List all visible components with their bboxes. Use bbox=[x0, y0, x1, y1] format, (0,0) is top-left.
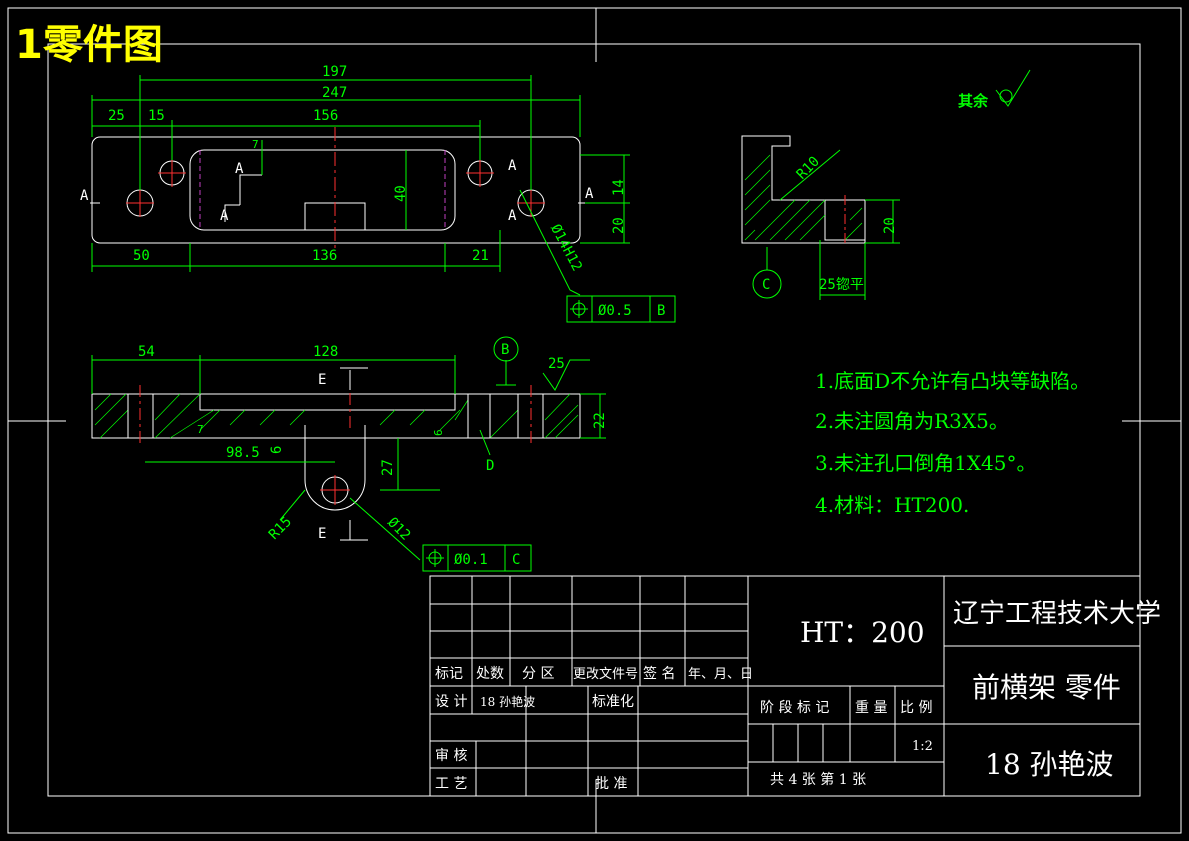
dim-50: 50 bbox=[133, 248, 150, 264]
dim-20: 20 bbox=[611, 217, 627, 234]
sheet-title: 1零件图 bbox=[15, 22, 163, 68]
dim-136: 136 bbox=[312, 248, 337, 264]
sheets-count: 共 4 张 第 1 张 bbox=[770, 771, 866, 788]
note-1: 1.底面D不允许有凸块等缺陷。 bbox=[815, 369, 1090, 393]
note-4: 4.材料：HT200. bbox=[815, 493, 969, 517]
dim-197: 197 bbox=[322, 64, 347, 80]
dim-hole-front: Ø12 bbox=[384, 514, 413, 543]
dim-14: 14 bbox=[611, 179, 627, 196]
dim-128: 128 bbox=[313, 344, 338, 360]
header-sign: 签 名 bbox=[643, 665, 675, 682]
dim-25: 25 bbox=[108, 108, 125, 124]
dim-side-20: 20 bbox=[882, 217, 898, 234]
scale-label: 比 例 bbox=[900, 700, 932, 716]
dim-21: 21 bbox=[472, 248, 489, 264]
section-lines bbox=[90, 174, 598, 222]
gtol-front-datum: C bbox=[512, 552, 520, 568]
front-view-hatch bbox=[94, 393, 579, 439]
surface-note-text: 其余 bbox=[958, 92, 989, 110]
standard-label: 标准化 bbox=[592, 694, 634, 710]
top-dim-lines bbox=[91, 75, 630, 296]
weight-label: 重 量 bbox=[855, 700, 887, 716]
section-mark-right: A bbox=[585, 186, 594, 202]
surface-finish-note: 其余 bbox=[958, 69, 1031, 110]
dim-7: 7 bbox=[252, 138, 259, 151]
dim-156: 156 bbox=[313, 108, 338, 124]
datum-c: C bbox=[762, 277, 770, 293]
gtol-frame-top: Ø0.5 B bbox=[566, 295, 676, 323]
dim-98-5: 98.5 bbox=[226, 445, 260, 461]
dim-15: 15 bbox=[148, 108, 165, 124]
dim-counterbore: 25锪平 bbox=[819, 277, 864, 293]
header-doc: 更改文件号 bbox=[573, 667, 638, 682]
dim-247: 247 bbox=[322, 85, 347, 101]
process-label: 工 艺 bbox=[435, 776, 467, 792]
note-3: 3.未注孔口倒角1X45°。 bbox=[815, 451, 1037, 475]
front-view-boss bbox=[304, 425, 366, 511]
header-zone: 分 区 bbox=[522, 666, 554, 682]
dim-22: 22 bbox=[592, 412, 608, 429]
dim-front-6: 6 bbox=[269, 446, 285, 454]
dim-54: 54 bbox=[138, 344, 155, 360]
gtol-top-datum: B bbox=[657, 303, 665, 319]
side-view: R10 20 25锪平 C bbox=[741, 135, 900, 300]
front-view-pocket bbox=[199, 394, 456, 411]
approve-label: 批 准 bbox=[595, 776, 627, 792]
designer-name: 18 孙艳波 bbox=[480, 694, 535, 709]
dim-r15: R15 bbox=[266, 514, 295, 543]
section-mark-e-bottom: E bbox=[318, 526, 326, 542]
side-view-outline bbox=[741, 135, 866, 244]
material-value: HT：200 bbox=[800, 616, 925, 649]
front-view-outline bbox=[91, 393, 581, 439]
side-view-hatch bbox=[744, 154, 863, 241]
top-view: A A A A A A 197 247 25 15 156 7 40 14 20… bbox=[80, 64, 676, 323]
header-mark: 标记 bbox=[435, 666, 463, 682]
top-view-pocket bbox=[189, 149, 456, 231]
review-label: 审 核 bbox=[435, 748, 467, 764]
author-name: 18 孙艳波 bbox=[985, 748, 1114, 781]
section-mark-inner-bottom: A bbox=[220, 208, 229, 224]
surface-25: 25 bbox=[548, 356, 565, 372]
dim-hole-top: Ø14H12 bbox=[547, 222, 585, 274]
header-date: 年、月、日 bbox=[688, 667, 753, 682]
section-mark-inner-top: A bbox=[235, 161, 244, 177]
dim-front-7: 7 bbox=[197, 423, 204, 436]
front-dim-lines bbox=[91, 336, 606, 561]
gtol-front-tolerance: Ø0.1 bbox=[454, 552, 488, 568]
scale-value: 1:2 bbox=[912, 739, 933, 754]
technical-notes: 1.底面D不允许有凸块等缺陷。 2.未注圆角为R3X5。 3.未注孔口倒角1X4… bbox=[815, 369, 1090, 517]
part-name: 前横架 零件 bbox=[972, 671, 1121, 704]
section-mark-right-top: A bbox=[508, 158, 517, 174]
dim-27: 27 bbox=[380, 459, 396, 476]
roughness-circle bbox=[999, 89, 1013, 103]
school-name: 辽宁工程技术大学 bbox=[953, 599, 1161, 629]
top-view-outline bbox=[91, 136, 581, 244]
header-count: 处数 bbox=[476, 666, 504, 682]
stage-label: 阶 段 标 记 bbox=[760, 700, 829, 716]
title-block-headers: 标记 处数 分 区 更改文件号 签 名 年、月、日 bbox=[435, 665, 753, 682]
datum-b: B bbox=[501, 342, 509, 358]
title-block: 标记 处数 分 区 更改文件号 签 名 年、月、日 设 计 18 孙艳波 标准化… bbox=[429, 575, 1161, 797]
front-view: 54 128 22 7 6 98.5 6 27 R15 Ø12 E E B 25… bbox=[91, 336, 608, 572]
gtol-frame-front: Ø0.1 C bbox=[422, 544, 532, 572]
section-mark-right-bottom: A bbox=[508, 208, 517, 224]
roughness-symbol bbox=[995, 69, 1031, 107]
section-mark-e-top: E bbox=[318, 372, 326, 388]
dim-r10: R10 bbox=[794, 154, 823, 183]
note-2: 2.未注圆角为R3X5。 bbox=[815, 409, 1009, 433]
dim-40: 40 bbox=[393, 185, 409, 202]
section-mark-left: A bbox=[80, 188, 89, 204]
label-d: D bbox=[486, 458, 494, 474]
dim-front-6b: 6 bbox=[432, 429, 445, 436]
row-design-label: 设 计 bbox=[435, 694, 467, 710]
gtol-top-tolerance: Ø0.5 bbox=[598, 303, 632, 319]
